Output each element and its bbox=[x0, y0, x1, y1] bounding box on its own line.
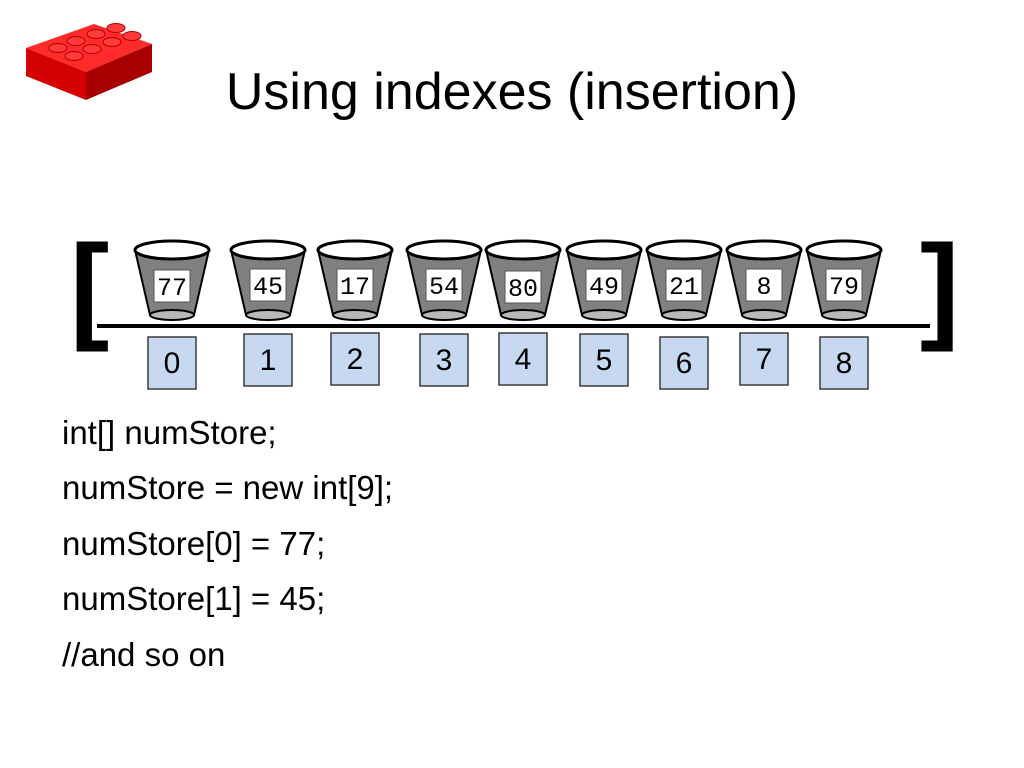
cell-index-box bbox=[579, 333, 629, 387]
cup-rim bbox=[229, 239, 307, 261]
cup-base bbox=[821, 309, 867, 321]
cup-base bbox=[421, 309, 467, 321]
cup-rim bbox=[316, 239, 394, 261]
cup-rim bbox=[805, 239, 883, 261]
cup-base bbox=[741, 309, 787, 321]
code-line: numStore[1] = 45; bbox=[62, 580, 326, 617]
cup-base bbox=[332, 309, 378, 321]
cell-index: 8 bbox=[836, 347, 853, 380]
cell-index-box bbox=[330, 332, 380, 386]
cell-value: 49 bbox=[589, 273, 619, 302]
slide-title: Using indexes (insertion) bbox=[225, 63, 799, 121]
cell-value: 21 bbox=[669, 273, 699, 302]
code-line: //and so on bbox=[62, 636, 226, 673]
cell-index-box bbox=[819, 336, 869, 390]
code-line: numStore = new int[9]; bbox=[62, 469, 394, 506]
cell-index: 5 bbox=[596, 344, 613, 377]
cell-index-box bbox=[498, 332, 548, 386]
cup-rim bbox=[484, 239, 562, 261]
cell-index-box bbox=[147, 336, 197, 390]
cell-index: 0 bbox=[164, 347, 181, 380]
array-diagram: [] 77 0 45 1 17 2 54 3 80 4 49 5 21 6 8 7 79 8 bbox=[70, 221, 959, 390]
cup-rim bbox=[645, 239, 723, 261]
cell-value: 77 bbox=[157, 274, 187, 303]
cell-value-box bbox=[745, 268, 783, 302]
cell-value-box bbox=[665, 268, 703, 302]
open-bracket: [ bbox=[70, 221, 109, 353]
code-line: int[] numStore; bbox=[62, 414, 277, 451]
cell-index-box bbox=[739, 332, 789, 386]
cell-value: 45 bbox=[253, 273, 283, 302]
cell-index-box bbox=[659, 336, 709, 390]
cup-rim bbox=[133, 239, 211, 261]
cell-value: 17 bbox=[340, 273, 370, 302]
cell-index: 2 bbox=[347, 343, 364, 376]
cup-rim bbox=[725, 239, 803, 261]
cell-value: 8 bbox=[756, 273, 771, 302]
cell-value: 54 bbox=[429, 273, 459, 302]
cell-value-box bbox=[585, 268, 623, 302]
cell-index: 4 bbox=[515, 343, 532, 376]
cell-value: 80 bbox=[508, 275, 538, 304]
lego-brick-icon bbox=[26, 23, 152, 100]
cup-base bbox=[581, 309, 627, 321]
cell-index: 1 bbox=[260, 344, 277, 377]
cup-base bbox=[661, 309, 707, 321]
cup-base bbox=[500, 309, 546, 321]
cup-base bbox=[149, 309, 195, 321]
cell-value: 79 bbox=[829, 273, 859, 302]
cell-value-box bbox=[504, 270, 542, 304]
cup-rim bbox=[405, 239, 483, 261]
close-bracket: ] bbox=[920, 221, 959, 353]
cell-value-box bbox=[153, 269, 191, 303]
cell-index: 3 bbox=[436, 344, 453, 377]
cup-rim bbox=[565, 239, 643, 261]
cell-value-box bbox=[336, 268, 374, 302]
cell-value-box bbox=[425, 268, 463, 302]
cell-index-box bbox=[243, 333, 293, 387]
cell-index: 7 bbox=[756, 343, 773, 376]
cell-value-box bbox=[249, 268, 287, 302]
cup-base bbox=[245, 309, 291, 321]
code-line: numStore[0] = 77; bbox=[62, 525, 326, 562]
cell-value-box bbox=[825, 268, 863, 302]
cell-index: 6 bbox=[676, 347, 693, 380]
cell-index-box bbox=[419, 333, 469, 387]
